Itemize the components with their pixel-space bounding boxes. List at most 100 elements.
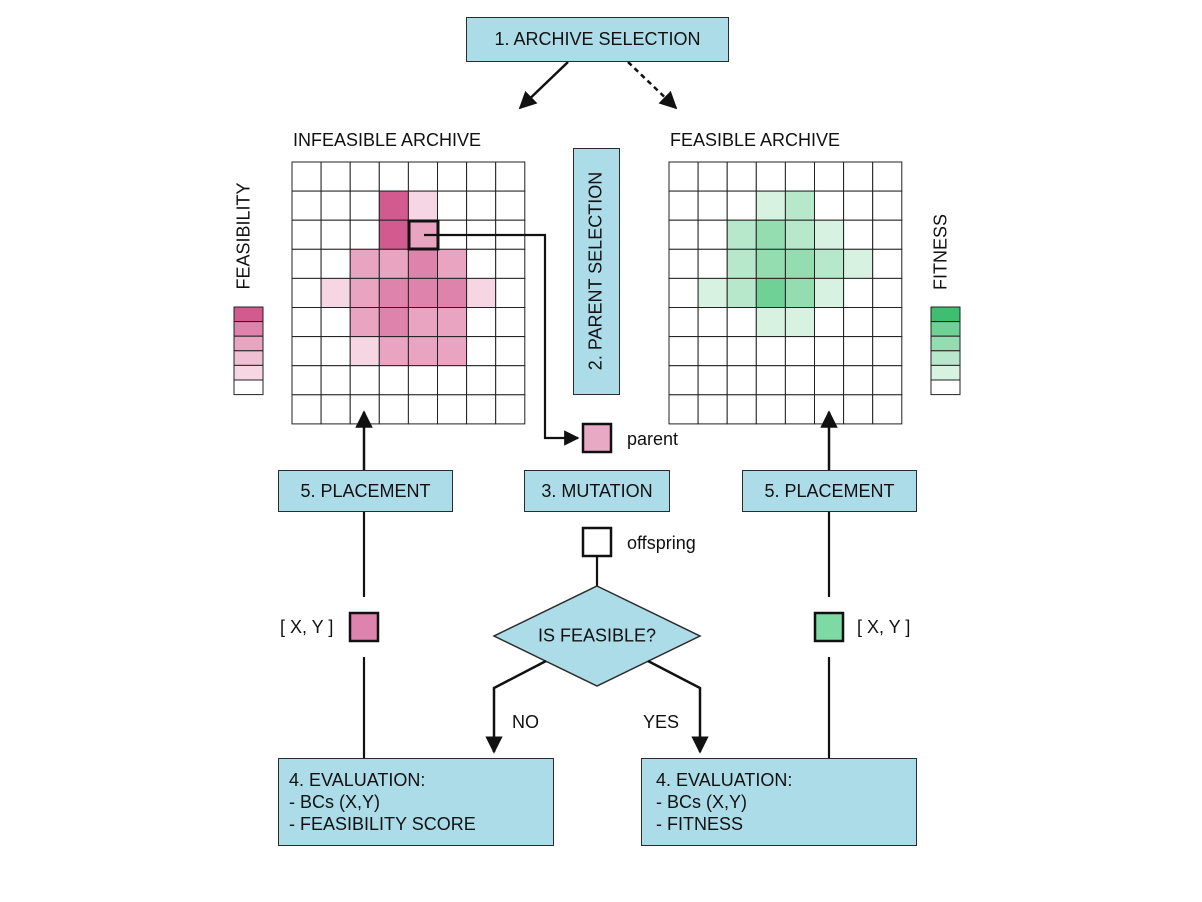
archive-cell xyxy=(320,219,351,250)
yes-branch-label: YES xyxy=(643,712,680,732)
archive-cell xyxy=(349,365,380,396)
archive-cell xyxy=(814,248,845,279)
archive-cell xyxy=(291,277,322,308)
archive-cell xyxy=(843,277,874,308)
archive-cell xyxy=(697,307,728,338)
archive-cell xyxy=(814,219,845,250)
archive-cell xyxy=(349,336,380,367)
archive-cell xyxy=(872,277,903,308)
archive-cell xyxy=(495,277,526,308)
evaluation-left-title: 4. EVALUATION: xyxy=(289,770,426,790)
legend-swatch xyxy=(930,335,961,352)
archive-cell xyxy=(726,161,757,192)
archive-cell xyxy=(668,277,699,308)
archive-cell xyxy=(784,365,816,396)
archive-cell xyxy=(872,394,903,425)
evaluation-right-box: 4. EVALUATION: - BCs (X,Y) - FITNESS xyxy=(641,758,917,846)
archive-cell xyxy=(784,336,816,367)
archive-cell xyxy=(349,161,380,192)
offspring-square xyxy=(581,526,613,558)
archive-cell xyxy=(378,336,409,367)
evaluation-left-line2: - FEASIBILITY SCORE xyxy=(289,814,476,834)
archive-cell xyxy=(668,336,699,367)
archive-cell xyxy=(784,394,816,425)
archive-cell xyxy=(320,394,351,425)
archive-cell xyxy=(378,277,409,308)
archive-cell xyxy=(668,394,699,425)
archive-cell xyxy=(843,190,874,221)
archive-cell xyxy=(291,161,322,192)
legend-swatch xyxy=(930,350,961,366)
archive-cell xyxy=(755,190,786,221)
archive-cell xyxy=(466,161,497,192)
archive-cell xyxy=(784,161,816,192)
archive-cell xyxy=(495,394,526,425)
archive-cell xyxy=(407,336,438,367)
archive-cell xyxy=(726,365,757,396)
placement-left-box: 5. PLACEMENT xyxy=(278,470,453,512)
placement-right-label: 5. PLACEMENT xyxy=(764,480,895,501)
archive-selection-label: 1. ARCHIVE SELECTION xyxy=(494,29,701,49)
archive-cell xyxy=(437,161,468,192)
evaluation-right-line1: - BCs (X,Y) xyxy=(656,792,748,812)
archive-cell xyxy=(755,277,786,308)
archive-cell xyxy=(814,277,845,308)
archive-cell xyxy=(495,190,526,221)
archive-cell xyxy=(437,336,468,367)
legend-swatch xyxy=(233,306,264,323)
archive-cell xyxy=(697,161,728,192)
evaluation-right-title: 4. EVALUATION: xyxy=(656,770,793,790)
fitness-legend-scale xyxy=(930,306,961,396)
archive-cell xyxy=(697,219,728,250)
no-branch-label: NO xyxy=(512,712,539,732)
archive-cell xyxy=(755,248,786,279)
archive-cell xyxy=(291,336,322,367)
arrow-to-infeasible-archive xyxy=(518,61,569,110)
archive-cell xyxy=(378,219,409,250)
archive-cell xyxy=(784,190,816,221)
feasibility-legend-label: FEASIBILITY xyxy=(233,182,254,290)
evaluation-left-line1: - BCs (X,Y) xyxy=(289,792,381,812)
archive-cell xyxy=(872,365,903,396)
legend-swatch xyxy=(233,364,264,381)
archive-cell xyxy=(814,190,845,221)
archive-cell xyxy=(291,190,322,221)
archive-cell xyxy=(843,336,874,367)
archive-cell xyxy=(407,248,438,279)
archive-cell xyxy=(843,307,874,338)
archive-cell xyxy=(843,365,874,396)
archive-cell xyxy=(697,190,728,221)
archive-cell xyxy=(349,190,380,221)
archive-cell xyxy=(407,161,438,192)
archive-cell xyxy=(784,277,816,308)
archive-cell xyxy=(466,307,497,338)
archive-cell xyxy=(437,365,468,396)
archive-cell xyxy=(668,307,699,338)
parent-selection-box xyxy=(573,148,620,395)
feasible-archive-title: FEASIBLE ARCHIVE xyxy=(670,130,841,150)
archive-cell xyxy=(755,365,786,396)
legend-swatch xyxy=(930,306,961,323)
archive-cell xyxy=(291,307,322,338)
archive-cell xyxy=(291,219,322,250)
archive-cell xyxy=(291,394,322,425)
archive-cell xyxy=(407,190,438,221)
infeasible-archive-title: INFEASIBLE ARCHIVE xyxy=(293,130,482,150)
archive-cell xyxy=(814,307,845,338)
archive-cell xyxy=(320,336,351,367)
archive-cell xyxy=(378,365,409,396)
archive-cell xyxy=(320,277,351,308)
archive-cell xyxy=(407,394,438,425)
archive-cell xyxy=(437,190,468,221)
archive-cell xyxy=(378,307,409,338)
legend-swatch xyxy=(930,321,961,337)
archive-cell xyxy=(726,219,757,250)
feasibility-legend-scale xyxy=(233,306,264,396)
archive-cell xyxy=(784,307,816,338)
archive-cell xyxy=(378,248,409,279)
evaluation-right-line2: - FITNESS xyxy=(656,814,744,834)
archive-selection-box: 1. ARCHIVE SELECTION xyxy=(466,17,729,62)
archive-cell xyxy=(466,248,497,279)
archive-cell xyxy=(872,336,903,367)
parent-square xyxy=(581,422,613,454)
